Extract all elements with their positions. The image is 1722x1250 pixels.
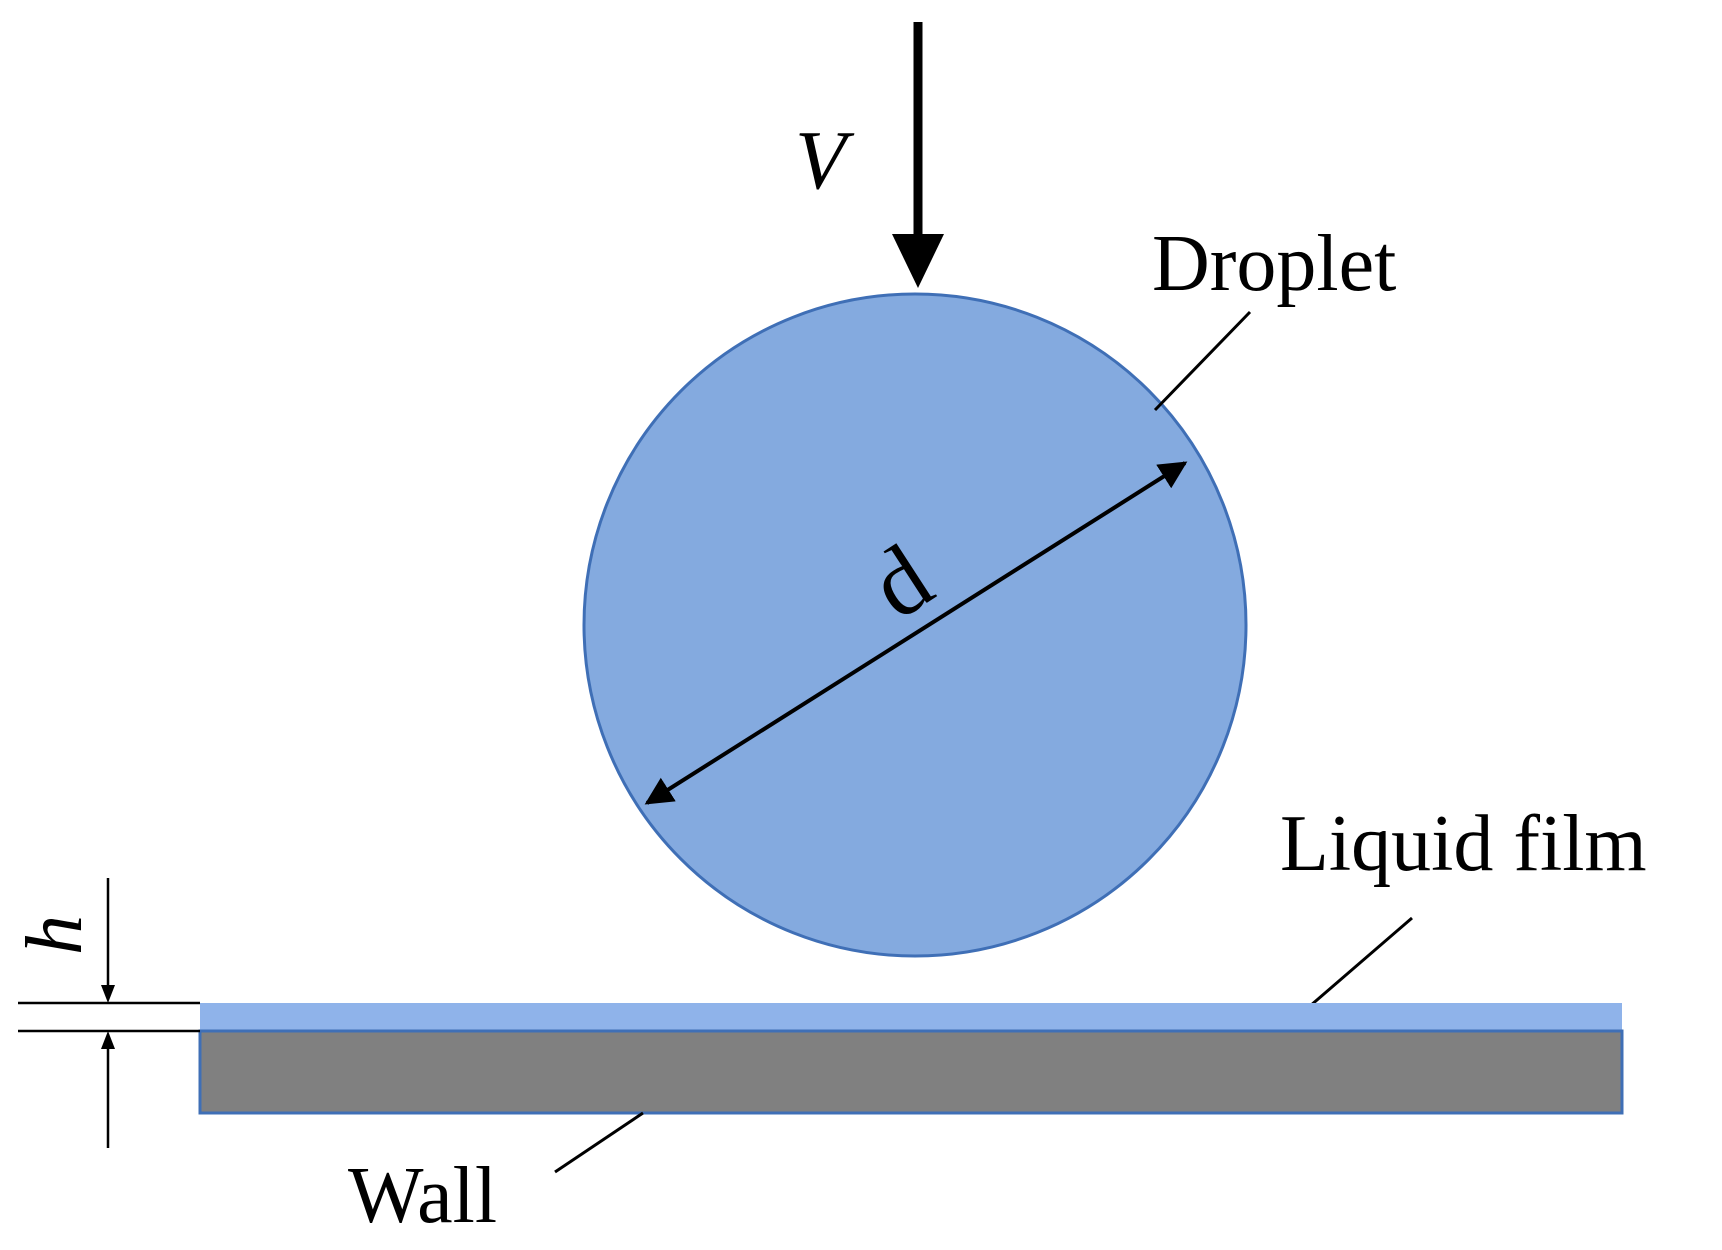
- wall: [198, 1029, 1624, 1115]
- velocity-label: V: [795, 114, 855, 207]
- film-thickness-label: h: [11, 915, 99, 955]
- liquid-film-leader-line: [1309, 916, 1413, 1008]
- film-thickness-dimension: [18, 878, 200, 1148]
- droplet-label: Droplet: [1152, 220, 1396, 308]
- liquid-film-label: Liquid film: [1280, 800, 1647, 888]
- diameter-arrow-icon: [644, 461, 1188, 805]
- wall-leader-line: [554, 1111, 644, 1174]
- velocity-arrow-icon: [892, 22, 944, 288]
- droplet-leader-line: [1153, 310, 1252, 412]
- wall-label: Wall: [348, 1152, 497, 1240]
- liquid-film: [200, 1003, 1622, 1031]
